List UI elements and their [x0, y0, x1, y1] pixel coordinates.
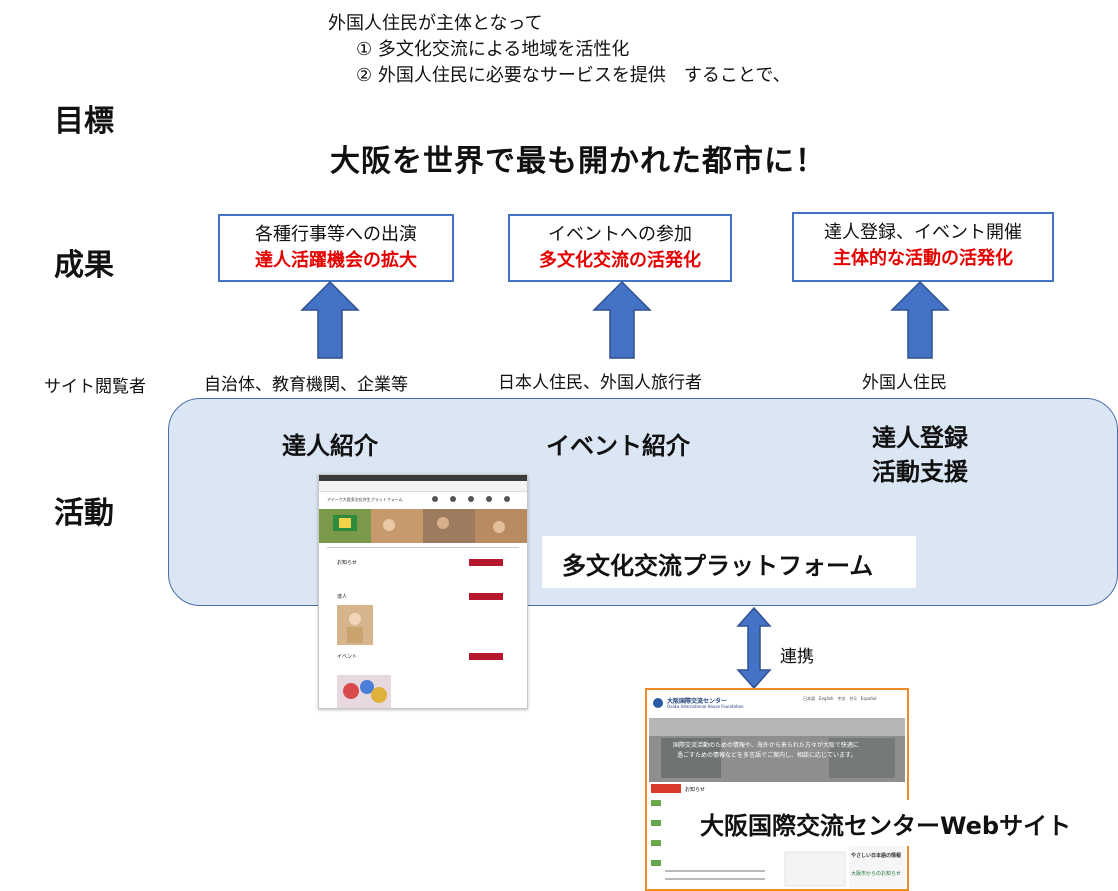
centre-notice: お知らせ [685, 787, 705, 793]
centre-website-screenshot: 大阪国際交流センター Osaka International House Fou… [645, 688, 909, 891]
intro-line-1: ① 多文化交流による地域を活性化 [356, 39, 630, 60]
platform-news-button [469, 559, 503, 566]
result-2-line2: 多文化交流の活発化 [539, 250, 701, 271]
arrow-up-2 [592, 280, 652, 359]
activity-support: 活動支援 [872, 458, 968, 486]
result-box-1: 各種行事等への出演 達人活躍機会の拡大 [218, 214, 454, 282]
centre-logo-icon [653, 698, 663, 708]
cooperation-label: 連携 [780, 647, 814, 667]
centre-org-name: 大阪国際交流センター [667, 698, 728, 705]
row-label-viewers: サイト閲覧者 [44, 377, 146, 397]
platform-label: 多文化交流プラットフォーム [542, 536, 916, 588]
result-3-line1: 達人登録、イベント開催 [824, 222, 1022, 243]
platform-event-photo [337, 675, 391, 708]
viewer-3: 外国人住民 [862, 373, 947, 393]
viewer-2: 日本人住民、外国人旅行者 [498, 373, 702, 393]
centre-hero-line-1: 国際交流活動のための情報や、海外から来られた方々が大阪で快適に [673, 742, 859, 749]
result-1-line1: 各種行事等への出演 [255, 224, 417, 245]
row-label-result: 成果 [54, 248, 114, 283]
viewer-1: 自治体、教育機関、企業等 [204, 375, 408, 395]
centre-side-easy-japanese: やさしい日本語の情報 [851, 853, 902, 859]
activity-register: 達人登録 [872, 424, 968, 452]
intro-line-2: ② 外国人住民に必要なサービスを提供 することで、 [356, 65, 791, 86]
activity-intro-events: イベント紹介 [546, 432, 690, 460]
arrow-up-3 [890, 280, 950, 359]
result-2-line1: イベントへの参加 [548, 224, 692, 245]
platform-events: イベント [337, 654, 358, 660]
result-3-line2: 主体的な活動の活発化 [833, 248, 1013, 269]
platform-news: お知らせ [337, 560, 357, 566]
row-label-activity: 活動 [54, 496, 114, 531]
platform-events-button [469, 653, 503, 660]
row-label-goal: 目標 [54, 104, 114, 139]
platform-header: アイーウ大阪多文化共生プラットフォーム [327, 497, 403, 502]
activity-intro-masters: 達人紹介 [282, 432, 378, 460]
platform-divider [327, 547, 519, 548]
platform-hero-photos [319, 509, 527, 543]
platform-master-photo [337, 605, 373, 645]
result-box-3: 達人登録、イベント開催 主体的な活動の活発化 [792, 212, 1054, 282]
centre-side-osaka-news: 大阪市からのお知らせ [851, 871, 901, 877]
centre-hero-image [649, 718, 905, 782]
browser-toolbar [319, 481, 527, 492]
browser-bar [319, 475, 527, 481]
platform-screenshot: アイーウ大阪多文化共生プラットフォーム お知らせ 達人 イベント [318, 474, 528, 709]
centre-notice-tab [651, 784, 681, 793]
result-1-line2: 達人活躍機会の拡大 [255, 250, 417, 271]
result-box-2: イベントへの参加 多文化交流の活発化 [508, 214, 732, 282]
centre-website-label: 大阪国際交流センターWebサイト [690, 800, 1118, 846]
slogan: 大阪を世界で最も開かれた都市に！ [330, 144, 826, 179]
platform-masters: 達人 [337, 594, 348, 600]
platform-nav-icons [432, 496, 510, 502]
double-arrow-cooperation [736, 606, 772, 690]
centre-org-name-en: Osaka International House Foundation [667, 704, 744, 709]
centre-hero-line-2: 過ごすための情報などを多言語でご案内し、相談に応じています。 [677, 752, 857, 759]
arrow-up-1 [300, 280, 360, 359]
platform-masters-button [469, 593, 503, 600]
intro-line-0: 外国人住民が主体となって [328, 13, 543, 34]
centre-language-nav: 日本語 English 中文 한국 Español [803, 696, 877, 701]
